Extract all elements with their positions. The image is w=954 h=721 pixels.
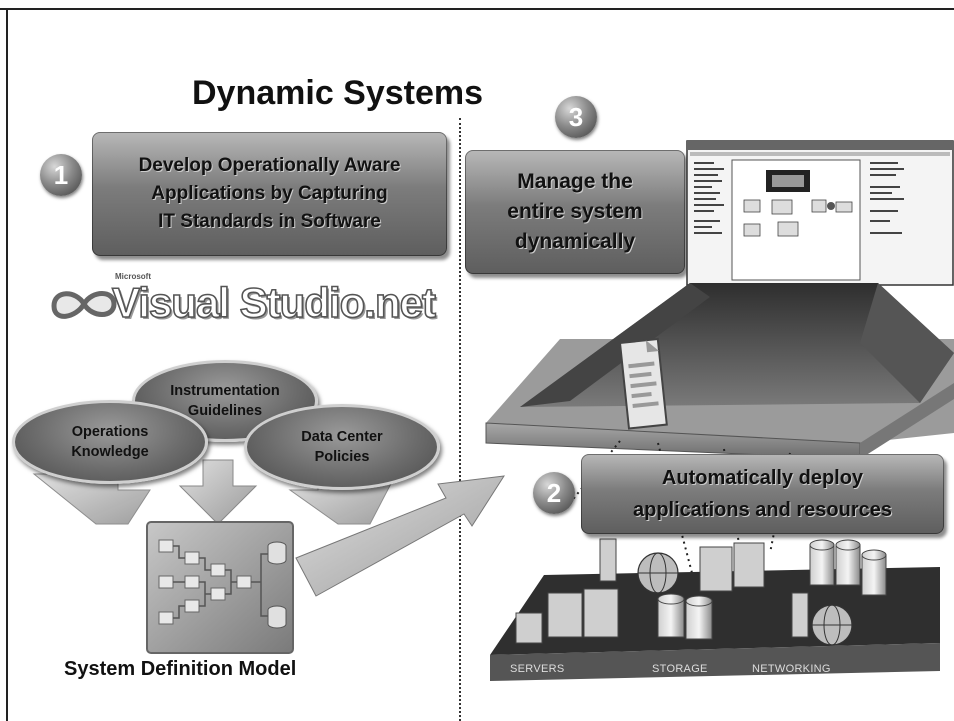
step-3-number-badge: 3: [555, 96, 597, 138]
dotted-divider: [459, 118, 461, 721]
visual-studio-infinity-logo-icon: [51, 291, 117, 319]
label-storage: STORAGE: [652, 663, 708, 675]
ellipse-instrumentation-text: Instrumentation Guidelines: [170, 383, 280, 419]
step-2-text: Automatically deploy applications and re…: [633, 467, 892, 521]
step-3-box: Manage the entire system dynamically: [465, 150, 685, 274]
ellipse-operations-knowledge: Operations Knowledge: [12, 400, 208, 484]
step-1-text: Develop Operationally Aware Applications…: [138, 155, 401, 232]
management-console-window-icon: [686, 140, 954, 286]
slide-title: Dynamic Systems: [192, 74, 484, 112]
frame-left-border: [6, 8, 8, 721]
step-1-number-badge: 1: [40, 154, 82, 196]
ellipse-data-center-policies: Data Center Policies: [244, 404, 440, 490]
frame-top-border: [0, 8, 954, 10]
datacenter-platform-illustration: [485, 283, 954, 681]
system-definition-model-icon: [146, 521, 294, 654]
step-2-box: Automatically deploy applications and re…: [581, 454, 944, 534]
ellipse-datacenter-text: Data Center Policies: [301, 429, 383, 465]
step-3-text: Manage the entire system dynamically: [507, 170, 643, 253]
system-definition-model-label: System Definition Model: [64, 658, 297, 680]
step-1-box: Develop Operationally Aware Applications…: [92, 132, 447, 256]
label-networking: NETWORKING: [752, 663, 831, 675]
label-servers: SERVERS: [510, 663, 565, 675]
logo-visual-studio-text: Visual Studio.net: [111, 278, 437, 327]
step-2-number-badge: 2: [533, 472, 575, 514]
ellipse-operations-text: Operations Knowledge: [71, 424, 149, 460]
logo-microsoft-text: Microsoft: [115, 272, 151, 281]
